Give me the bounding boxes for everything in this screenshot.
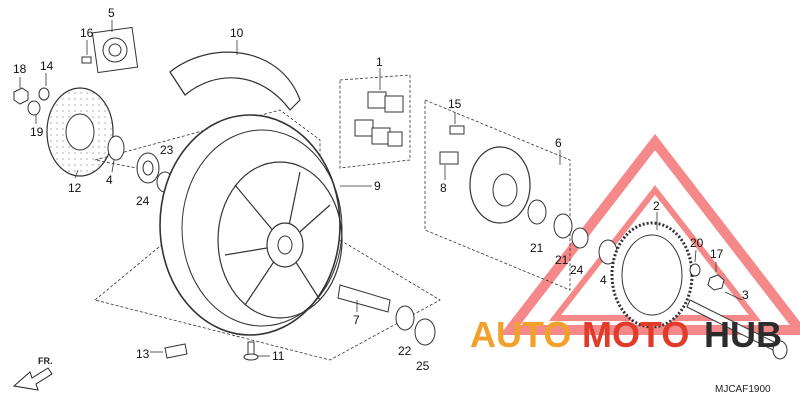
leader-lines [19, 20, 743, 357]
part-label: 17 [710, 247, 724, 261]
part-label: 21 [530, 241, 544, 255]
bearings [107, 135, 618, 346]
part-label: 25 [416, 359, 430, 373]
part-labels: 1 2 3 4 4 5 6 7 8 9 10 11 12 13 14 15 16… [13, 6, 749, 373]
part-label: 1 [376, 55, 383, 69]
driven-sprocket [610, 221, 694, 329]
part-label: 6 [555, 136, 562, 150]
part-label: 8 [440, 181, 447, 195]
part-label: 15 [448, 97, 462, 111]
part-label: 10 [230, 26, 244, 40]
part-label: 13 [136, 347, 150, 361]
small-hardware-left [13, 56, 92, 116]
part-label: 24 [570, 263, 584, 277]
part-label: 19 [30, 125, 44, 139]
part-label: 12 [68, 181, 82, 195]
part-label: 4 [600, 273, 607, 287]
small-hardware-bottom [164, 341, 259, 361]
direction-label: FR. [38, 356, 53, 366]
driven-flange [439, 125, 531, 224]
brake-disc [46, 87, 114, 177]
part-label: 24 [136, 194, 150, 208]
damper-rubbers [354, 91, 404, 147]
rear-wheel [159, 114, 343, 336]
part-label: 23 [160, 143, 174, 157]
part-label: 21 [555, 253, 569, 267]
sensor-plate [91, 26, 139, 74]
part-label: 9 [374, 179, 381, 193]
brand-part1: AUTO [470, 314, 571, 355]
axle [337, 284, 391, 313]
part-label: 22 [398, 344, 412, 358]
part-label: 16 [80, 26, 94, 40]
part-label: 14 [40, 59, 54, 73]
sprocket-bolt [686, 263, 788, 360]
part-label: 4 [106, 173, 113, 187]
part-label: 3 [742, 288, 749, 302]
part-label: 11 [272, 349, 285, 363]
part-label: 2 [653, 199, 660, 213]
watermark-brand: AUTO MOTO HUB [470, 314, 782, 355]
part-label: 20 [690, 236, 704, 250]
tire-band [169, 51, 301, 111]
part-label: 5 [108, 6, 115, 20]
diagram-code: MJCAF1900 [715, 384, 771, 395]
part-label: 18 [13, 62, 27, 76]
brand-part2: MOTO [582, 314, 689, 355]
front-direction-arrow: FR. [12, 356, 53, 391]
brand-part3: HUB [704, 314, 782, 355]
part-label: 7 [353, 313, 360, 327]
